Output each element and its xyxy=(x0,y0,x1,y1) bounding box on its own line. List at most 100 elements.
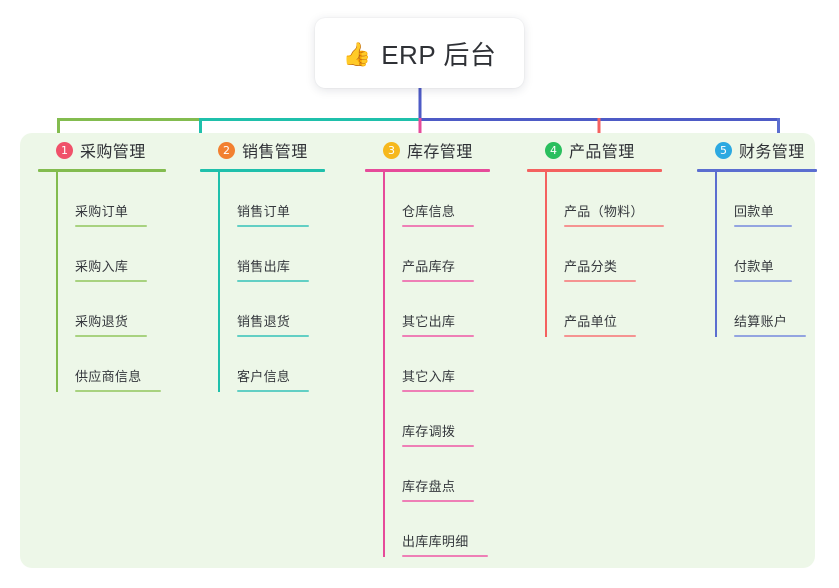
leaf-item[interactable]: 采购入库 xyxy=(56,227,166,282)
column-badge-5: 5 xyxy=(715,141,732,159)
leaf-item[interactable]: 采购退货 xyxy=(56,282,166,337)
leaf-item[interactable]: 产品单位 xyxy=(545,282,664,337)
leaf-label: 采购退货 xyxy=(75,314,129,329)
column-spine-2 xyxy=(218,172,220,392)
column-spine-4 xyxy=(545,172,547,337)
leaf-label: 结算账户 xyxy=(734,314,788,329)
column-spine-5 xyxy=(715,172,717,337)
leaf-item[interactable]: 其它入库 xyxy=(383,337,490,392)
leaf-underline xyxy=(237,390,309,392)
column-title-3: 库存管理 xyxy=(407,144,473,161)
leaf-label: 付款单 xyxy=(734,259,774,274)
leaf-item[interactable]: 结算账户 xyxy=(715,282,817,337)
leaf-item[interactable]: 客户信息 xyxy=(218,337,325,392)
leaf-item[interactable]: 产品库存 xyxy=(383,227,490,282)
leaf-item[interactable]: 供应商信息 xyxy=(56,337,166,392)
root-title: ERP 后台 xyxy=(381,39,497,70)
leaf-underline xyxy=(734,335,806,337)
leaf-underline xyxy=(564,280,636,282)
leaf-label: 库存盘点 xyxy=(402,479,456,494)
column-underline-4 xyxy=(527,169,662,172)
leaf-underline xyxy=(237,335,309,337)
leaf-item[interactable]: 销售退货 xyxy=(218,282,325,337)
column-title-1: 采购管理 xyxy=(80,144,146,161)
column-spine-1 xyxy=(56,172,58,392)
column-header-4[interactable]: 4 产品管理 xyxy=(527,133,664,167)
leaf-label: 销售出库 xyxy=(237,259,291,274)
column-header-1[interactable]: 1 采购管理 xyxy=(38,133,166,167)
column-badge-2: 2 xyxy=(218,141,235,159)
leaf-item[interactable]: 库存调拨 xyxy=(383,392,490,447)
leaf-label: 供应商信息 xyxy=(75,369,142,384)
leaf-item[interactable]: 销售出库 xyxy=(218,227,325,282)
column-4: 4 产品管理产品（物料） 产品分类产品单位 xyxy=(527,133,664,337)
column-underline-1 xyxy=(38,169,166,172)
leaf-item[interactable]: 产品分类 xyxy=(545,227,664,282)
diagram-panel xyxy=(20,133,815,568)
column-underline-5 xyxy=(697,169,817,172)
column-header-5[interactable]: 5 财务管理 xyxy=(697,133,817,167)
leaf-underline xyxy=(564,335,636,337)
leaf-label: 库存调拨 xyxy=(402,424,456,439)
column-underline-3 xyxy=(365,169,490,172)
column-badge-4: 4 xyxy=(545,141,562,159)
leaf-list-1: 采购订单采购入库采购退货供应商信息 xyxy=(38,172,166,392)
leaf-label: 销售订单 xyxy=(237,204,291,219)
leaf-list-4: 产品（物料） 产品分类产品单位 xyxy=(527,172,664,337)
leaf-label: 产品单位 xyxy=(564,314,618,329)
leaf-label: 回款单 xyxy=(734,204,774,219)
leaf-list-3: 仓库信息产品库存其它出库其它入库库存调拨库存盘点出库库明细 xyxy=(365,172,490,557)
leaf-item[interactable]: 出库库明细 xyxy=(383,502,490,557)
leaf-item[interactable]: 其它出库 xyxy=(383,282,490,337)
leaf-item[interactable]: 产品（物料） xyxy=(545,172,664,227)
leaf-label: 其它入库 xyxy=(402,369,456,384)
column-3: 3 库存管理仓库信息产品库存其它出库其它入库库存调拨库存盘点出库库明细 xyxy=(365,133,490,557)
column-spine-3 xyxy=(383,172,385,557)
leaf-label: 仓库信息 xyxy=(402,204,456,219)
leaf-underline xyxy=(75,335,147,337)
leaf-underline xyxy=(75,225,147,227)
leaf-item[interactable]: 库存盘点 xyxy=(383,447,490,502)
leaf-item[interactable]: 销售订单 xyxy=(218,172,325,227)
leaf-underline xyxy=(402,335,474,337)
column-underline-2 xyxy=(200,169,325,172)
leaf-item[interactable]: 付款单 xyxy=(715,227,817,282)
column-5: 5 财务管理回款单付款单结算账户 xyxy=(697,133,817,337)
column-title-4: 产品管理 xyxy=(569,144,635,161)
leaf-item[interactable]: 采购订单 xyxy=(56,172,166,227)
leaf-underline xyxy=(402,390,474,392)
leaf-underline xyxy=(402,555,488,557)
leaf-label: 其它出库 xyxy=(402,314,456,329)
leaf-underline xyxy=(237,280,309,282)
leaf-underline xyxy=(402,445,474,447)
leaf-underline xyxy=(734,280,792,282)
leaf-underline xyxy=(402,500,474,502)
leaf-list-5: 回款单付款单结算账户 xyxy=(697,172,817,337)
leaf-underline xyxy=(75,390,161,392)
leaf-label: 销售退货 xyxy=(237,314,291,329)
leaf-underline xyxy=(237,225,309,227)
leaf-label: 产品库存 xyxy=(402,259,456,274)
leaf-label: 采购订单 xyxy=(75,204,129,219)
root-node-card[interactable]: 👍 ERP 后台 xyxy=(315,18,524,88)
leaf-underline xyxy=(402,280,474,282)
leaf-underline xyxy=(564,225,664,227)
leaf-list-2: 销售订单销售出库销售退货客户信息 xyxy=(200,172,325,392)
column-badge-3: 3 xyxy=(383,141,400,159)
leaf-underline xyxy=(402,225,474,227)
leaf-item[interactable]: 仓库信息 xyxy=(383,172,490,227)
leaf-label: 客户信息 xyxy=(237,369,291,384)
leaf-underline xyxy=(75,280,147,282)
leaf-underline xyxy=(734,225,792,227)
leaf-label: 采购入库 xyxy=(75,259,129,274)
leaf-label: 产品（物料） xyxy=(564,204,644,219)
thumbs-up-icon: 👍 xyxy=(342,40,372,67)
column-header-3[interactable]: 3 库存管理 xyxy=(365,133,490,167)
leaf-label: 产品分类 xyxy=(564,259,618,274)
column-badge-1: 1 xyxy=(56,141,73,159)
leaf-item[interactable]: 回款单 xyxy=(715,172,817,227)
column-title-5: 财务管理 xyxy=(739,144,805,161)
